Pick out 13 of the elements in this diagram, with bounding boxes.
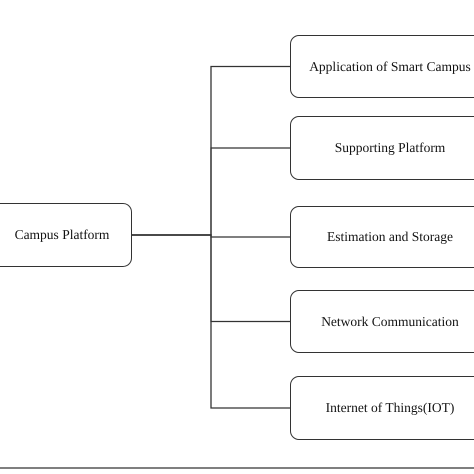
box-label: Supporting Platform [334,139,446,157]
box-label: Estimation and Storage [327,228,453,246]
process-box [290,116,474,180]
process-box [290,376,474,440]
process-box [290,35,474,98]
box-label: Application of Smart Campus [309,58,471,76]
box-label: Campus Platform [14,226,110,244]
process-box [0,203,132,267]
box-label: Network Communication [321,312,459,330]
box-label: Internet of Things(IOT) [326,399,454,417]
process-box [290,206,474,268]
connector-line [132,234,290,409]
process-box [290,290,474,353]
